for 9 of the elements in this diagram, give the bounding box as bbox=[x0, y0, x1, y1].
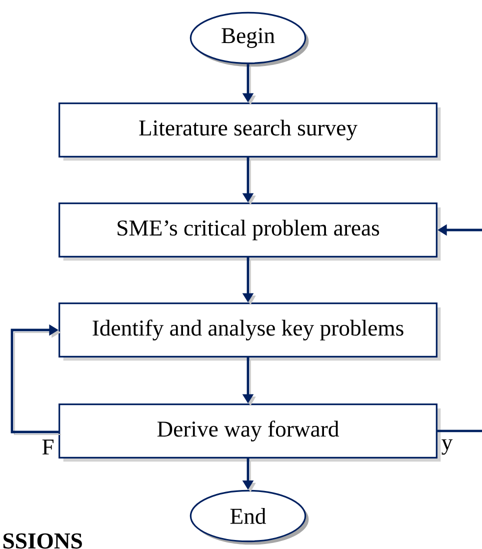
process-box: SME’s critical problem areas bbox=[58, 202, 441, 261]
label-text: F bbox=[42, 440, 54, 454]
arrow bbox=[10, 324, 61, 435]
process-box: Identify and analyse key problems bbox=[58, 302, 441, 361]
label-text: y bbox=[442, 439, 453, 455]
label-text: SSIONS bbox=[3, 533, 82, 549]
node-label: End bbox=[230, 508, 266, 524]
process-box: Derive way forward bbox=[58, 404, 441, 462]
process-box: Literature search survey bbox=[58, 102, 441, 161]
